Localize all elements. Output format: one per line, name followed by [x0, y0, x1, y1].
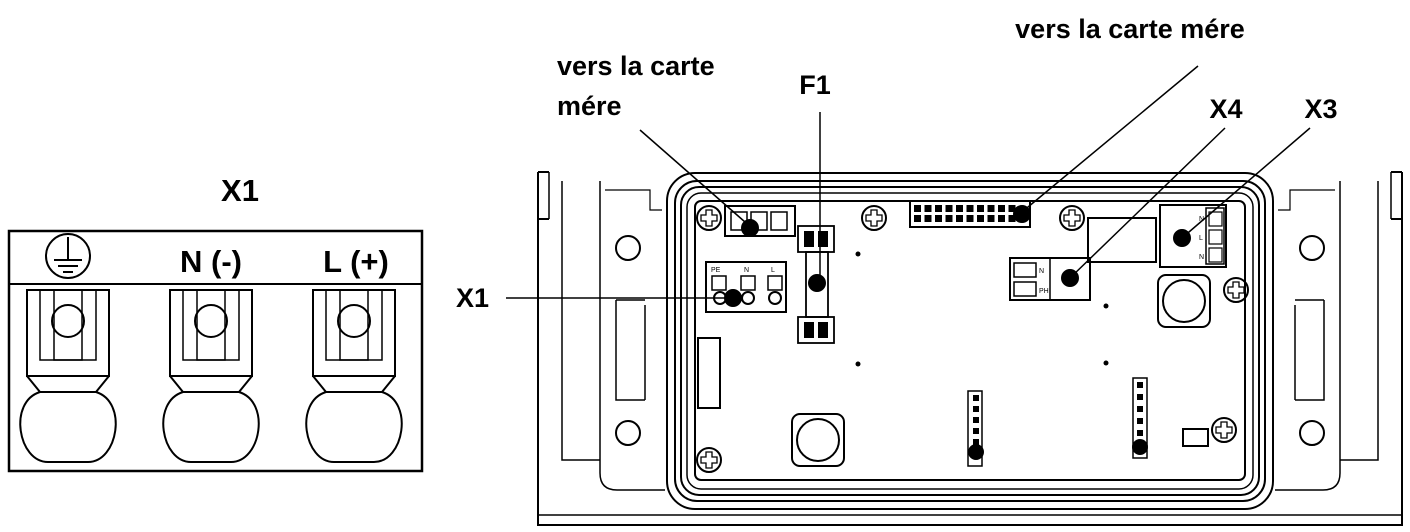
callout-fuse-f1: F1: [799, 70, 831, 100]
component-block: [1182, 428, 1209, 447]
callout-x4: X4: [1209, 94, 1242, 124]
callout-x3: X3: [1304, 94, 1337, 124]
mount-hole: [615, 235, 641, 261]
callouts: vers la carte mére F1 vers la carte mére…: [456, 14, 1338, 313]
screw-icon: [1211, 417, 1237, 443]
terminal-block-title: X1: [221, 173, 259, 208]
component-block: [697, 337, 721, 409]
callout-mainboard-top: vers la carte mére: [1015, 14, 1245, 44]
x3-pin-label: L: [1199, 235, 1203, 242]
board-x1-connector: PE N L: [705, 261, 787, 313]
line-terminal-label: L (+): [323, 244, 389, 279]
pin-strip: [1132, 377, 1148, 459]
x1-pin-label: PE: [711, 267, 721, 274]
screw-terminal: [19, 289, 117, 463]
x4-pin-label: PH: [1039, 288, 1049, 295]
fuse-f1: [797, 225, 835, 344]
callout-mainboard-left-line2: mére: [557, 91, 622, 121]
x3-pin-label: N: [1199, 216, 1204, 223]
screw-terminal: [162, 289, 260, 463]
screw-icon: [696, 205, 722, 231]
callout-x1: X1: [456, 283, 489, 313]
terminal-block-body: [7, 229, 424, 473]
x1-pin-label: N: [744, 267, 749, 274]
capacitor: [1157, 274, 1211, 328]
callout-mainboard-left-line1: vers la carte: [557, 51, 715, 81]
board-x4-connector: N PH: [1009, 257, 1091, 301]
capacitor: [791, 413, 845, 467]
terminal-block-x1: X1 N (-) L (+): [7, 173, 424, 473]
screw-terminal: [305, 289, 403, 463]
x4-pin-label: N: [1039, 268, 1044, 275]
earth-ground-icon: [45, 233, 91, 279]
relay-block: [1087, 217, 1157, 263]
board-enclosure: PE N L N PH: [537, 171, 1403, 526]
board-x3-connector: N L N: [1159, 204, 1227, 268]
ribbon-header: [909, 200, 1031, 228]
screw-icon: [1059, 205, 1085, 231]
mount-hole: [1299, 235, 1325, 261]
neutral-terminal-label: N (-): [180, 244, 242, 279]
mainboard-connector-left: [724, 205, 796, 237]
x3-pin-label: N: [1199, 254, 1204, 261]
screw-icon: [696, 447, 722, 473]
mount-hole: [1299, 420, 1325, 446]
x1-pin-label: L: [771, 267, 775, 274]
pin-strip: [967, 390, 984, 467]
mount-hole: [615, 420, 641, 446]
screw-icon: [861, 205, 887, 231]
screw-icon: [1223, 277, 1249, 303]
